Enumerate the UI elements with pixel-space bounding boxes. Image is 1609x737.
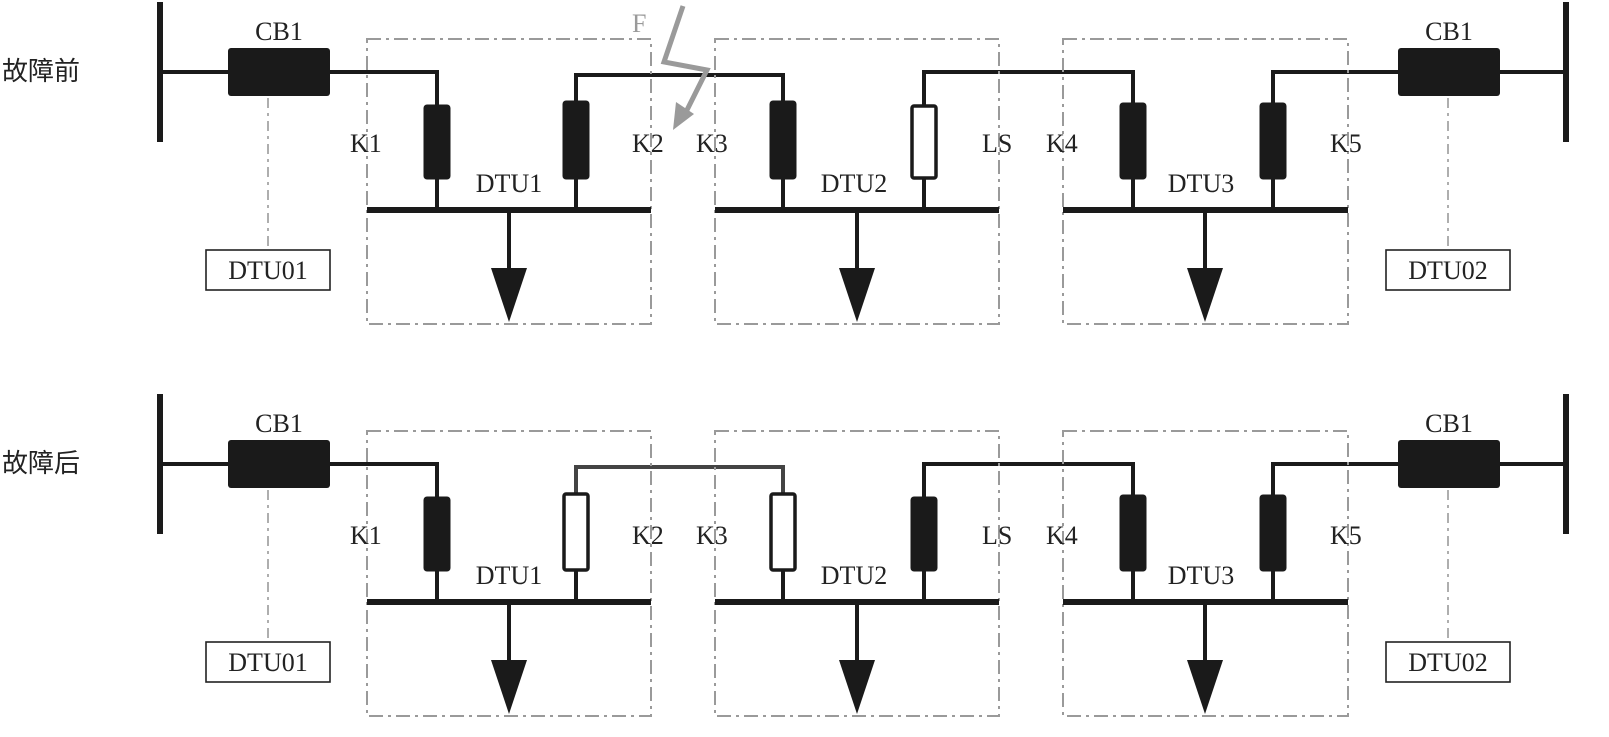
panel-before-fault: 故障前 CB1 CB1 DTU01 DTU02 DTU1 [2,2,1569,325]
feeder-segment [1271,70,1398,108]
station-label: DTU3 [1168,561,1234,590]
switch-label: K2 [632,129,664,158]
station-label: DTU3 [1168,169,1234,198]
switch-k3 [769,492,797,572]
switch-k5 [1259,494,1287,572]
switch-k4 [1119,102,1147,180]
load-arrow-icon [1187,268,1223,322]
terminal-dtu01-label: DTU01 [228,256,307,285]
state-label: 故障前 [2,57,80,87]
load-arrow-icon [491,268,527,322]
station-dtu1: DTU1 [366,38,652,325]
feeder-segment [574,73,785,108]
switch-k5 [1259,102,1287,180]
load-arrow-icon [839,268,875,322]
switch-k1 [423,496,451,572]
switch-k4 [1119,494,1147,572]
station-dtu1: DTU1 [366,430,652,717]
switch-label: K5 [1330,129,1362,158]
feeder-segment [330,462,439,500]
terminal-dtu02 [1385,249,1511,291]
state-label: 故障后 [2,449,80,479]
switch-ls [910,496,938,572]
station-dtu3: DTU3 [1062,38,1349,325]
switch-label: K1 [350,129,382,158]
feeder-segment [1271,462,1398,500]
terminal-dtu01 [205,249,331,291]
terminal-dtu01-label: DTU01 [228,648,307,677]
switch-label: K2 [632,521,664,550]
switch-k1 [423,104,451,180]
station-label: DTU1 [476,169,542,198]
panel-after-fault: 故障后 CB1 CB1 DTU01 DTU02 DTU1 [2,394,1569,717]
breaker-left-label: CB1 [255,409,303,438]
breaker-right [1398,48,1500,96]
switch-label: K1 [350,521,382,550]
switch-k2 [562,100,590,180]
fault-lightning-icon [660,5,711,130]
breaker-right-label: CB1 [1425,409,1473,438]
station-label: DTU1 [476,561,542,590]
terminal-dtu02 [1385,641,1511,683]
station-label: DTU2 [821,561,887,590]
load-arrow-icon [839,660,875,714]
breaker-right [1398,440,1500,488]
terminal-dtu01 [205,641,331,683]
fault-label: F [632,9,646,38]
switch-k3 [769,100,797,180]
station-dtu2: DTU2 [714,38,1000,325]
breaker-right-label: CB1 [1425,17,1473,46]
switch-label: LS [982,129,1012,158]
feeder-segment [574,465,785,500]
terminal-dtu02-label: DTU02 [1408,648,1487,677]
feeder-segment [330,70,439,108]
station-dtu2: DTU2 [714,430,1000,717]
terminal-dtu02-label: DTU02 [1408,256,1487,285]
switch-k2 [562,492,590,572]
station-label: DTU2 [821,169,887,198]
feeder-segment [922,70,1135,108]
switch-label: LS [982,521,1012,550]
station-dtu3: DTU3 [1062,430,1349,717]
switch-label: K5 [1330,521,1362,550]
breaker-left [228,440,330,488]
switch-label: K4 [1046,129,1078,158]
feeder-segment [922,462,1135,500]
breaker-left [228,48,330,96]
switch-label: K3 [696,129,728,158]
switch-label: K4 [1046,521,1078,550]
switch-ls [910,104,938,180]
load-arrow-icon [491,660,527,714]
load-arrow-icon [1187,660,1223,714]
breaker-left-label: CB1 [255,17,303,46]
switch-label: K3 [696,521,728,550]
